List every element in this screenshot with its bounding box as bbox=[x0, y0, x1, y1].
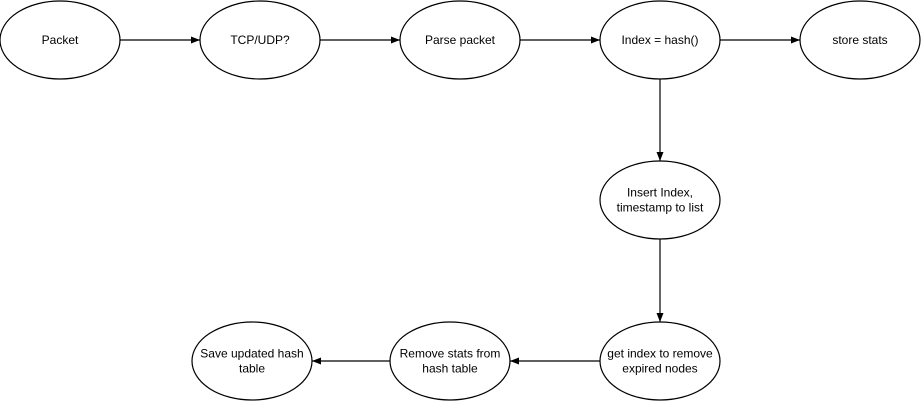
node-ellipse bbox=[191, 321, 313, 401]
node-ellipse bbox=[599, 321, 721, 401]
node-ellipse bbox=[199, 0, 321, 80]
node-label: Insert Index, bbox=[627, 186, 693, 200]
node-label: get index to remove bbox=[607, 347, 713, 361]
node-label: Remove stats from bbox=[400, 347, 501, 361]
node-ellipse bbox=[399, 0, 521, 80]
node-ellipse bbox=[799, 0, 921, 80]
node-ellipse bbox=[599, 160, 721, 240]
node-label: table bbox=[239, 362, 265, 376]
node-parse-packet[interactable]: Parse packet bbox=[399, 0, 521, 80]
node-label: timestamp to list bbox=[617, 201, 704, 215]
node-label: Save updated hash bbox=[200, 347, 303, 361]
node-store-stats[interactable]: store stats bbox=[799, 0, 921, 80]
node-label: hash table bbox=[422, 362, 478, 376]
node-index-hash[interactable]: Index = hash() bbox=[599, 0, 721, 80]
node-packet[interactable]: Packet bbox=[0, 0, 121, 80]
node-label: expired nodes bbox=[622, 362, 697, 376]
node-label: TCP/UDP? bbox=[230, 33, 290, 47]
node-ellipse bbox=[599, 0, 721, 80]
node-label: store stats bbox=[832, 33, 887, 47]
node-insert-index[interactable]: Insert Index,timestamp to list bbox=[599, 160, 721, 240]
node-ellipse bbox=[389, 321, 511, 401]
edges-layer bbox=[120, 36, 800, 365]
node-label: Index = hash() bbox=[621, 33, 698, 47]
node-label: Packet bbox=[42, 33, 79, 47]
node-tcp-udp[interactable]: TCP/UDP? bbox=[199, 0, 321, 80]
node-ellipse bbox=[0, 0, 121, 80]
node-label: Parse packet bbox=[425, 33, 496, 47]
